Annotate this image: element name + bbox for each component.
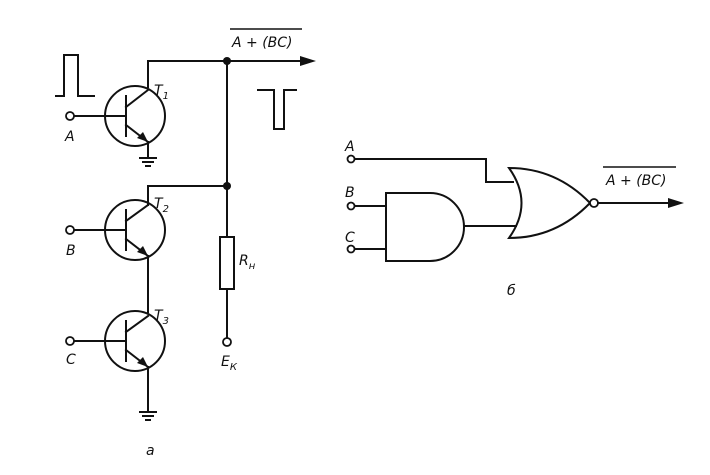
input-c-label: C (66, 352, 76, 368)
logic-input-a-label: A (344, 139, 355, 155)
t1-label: T1 (154, 83, 169, 102)
t3-collector (124, 314, 150, 334)
t1-ground-symbol (139, 157, 157, 167)
t2-emitter-arrow (137, 246, 148, 256)
resistor-label: Rн (239, 253, 256, 272)
input-a-terminal (65, 111, 75, 121)
or-gate (507, 166, 592, 240)
t3-label: T3 (154, 308, 169, 327)
and-gate (385, 192, 465, 262)
transistor-t1: A T1 (64, 83, 169, 167)
input-b-label: B (66, 243, 76, 259)
t2-collector-wire (147, 185, 228, 206)
logic-input-a-terminal (346, 154, 356, 164)
figure-caption-b: б (507, 283, 516, 299)
supply-terminal (222, 337, 232, 347)
output-arrow (300, 56, 316, 66)
logic-output-label: A + (BC) (605, 173, 667, 189)
t1-collector (124, 88, 150, 109)
logic-input-b-label: B (345, 185, 355, 201)
logic-diagram: A B C A + (BC) б (344, 139, 684, 299)
input-pulse-waveform (55, 54, 95, 97)
output-bus-line (147, 60, 306, 88)
wire-input-a (354, 158, 514, 183)
load-resistor (219, 236, 235, 290)
input-a-label: A (64, 129, 75, 145)
inversion-bubble (589, 198, 599, 208)
figure-caption-a: а (146, 443, 155, 459)
logic-input-c-label: C (345, 230, 355, 246)
logic-output-arrow (668, 198, 684, 208)
input-c-terminal (65, 336, 75, 346)
output-pulse-waveform (257, 89, 297, 130)
logic-input-c-terminal (346, 244, 356, 254)
output-label: A + (BC) (231, 35, 293, 51)
transistor-t2: B T2 (65, 196, 169, 313)
transistor-circuit: A + (BC) Rн EК A T1 (55, 28, 316, 459)
supply-label: EК (221, 354, 238, 373)
t1-emitter-arrow (137, 132, 148, 142)
t3-ground-symbol (139, 411, 157, 421)
t3-emitter-arrow (137, 357, 148, 367)
logic-input-b-terminal (346, 201, 356, 211)
transistor-t3: C T3 (65, 308, 169, 421)
t2-label: T2 (154, 196, 169, 215)
t2-collector (124, 203, 150, 223)
input-b-terminal (65, 225, 75, 235)
